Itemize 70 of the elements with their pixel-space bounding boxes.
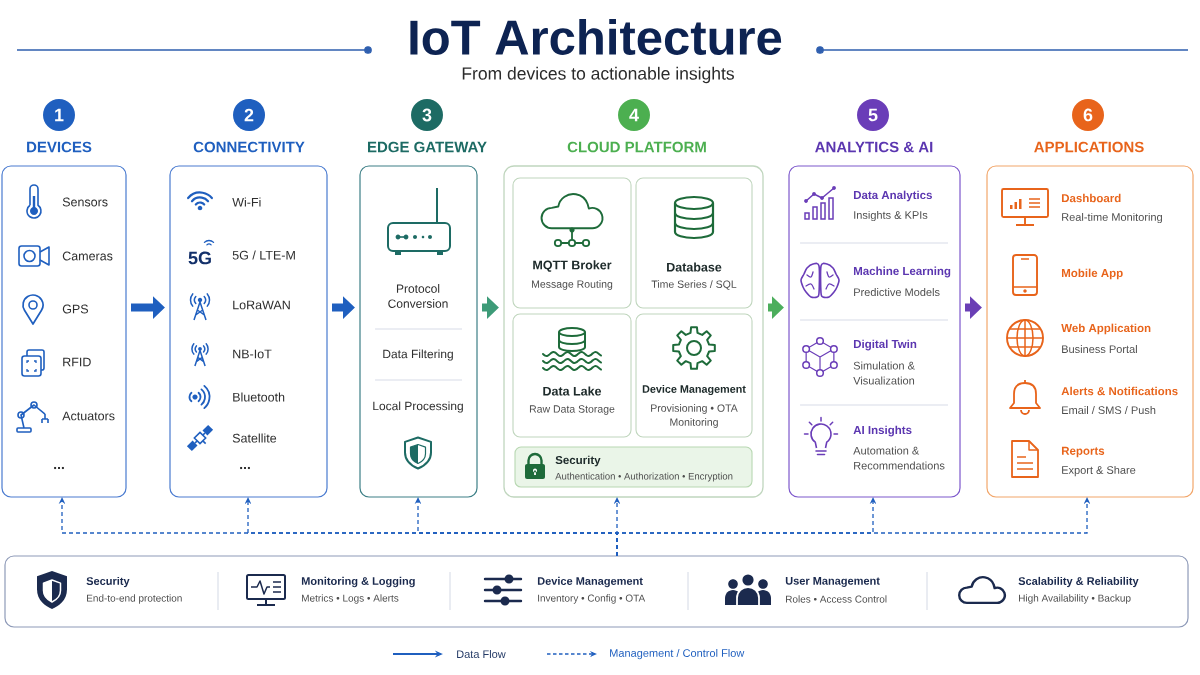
number-badge: 6 (1072, 99, 1104, 131)
item-title: Mobile App (1062, 268, 1123, 280)
ellipsis: ... (54, 466, 64, 470)
subtitle: From devices to actionable insights (462, 66, 734, 84)
item-description: Predictive Models (854, 287, 940, 297)
item-title: Device Management (537, 576, 643, 588)
item-title: AI Insights (853, 425, 912, 437)
component-description: Message Routing (532, 280, 613, 290)
component-description: Authentication • Authorization • Encryption (555, 472, 733, 482)
ellipsis: ... (240, 466, 250, 470)
component-description: Raw Data Storage (529, 405, 615, 415)
item-label: 5G / LTE-M (232, 250, 295, 260)
column-heading: DEVICES (27, 141, 92, 153)
item-description: Real-time Monitoring (1062, 212, 1162, 224)
item-label: Actuators (62, 411, 115, 421)
item-label: Local Processing (373, 401, 463, 413)
item-description: Automation & Recommendations (853, 446, 945, 470)
component-title: Database (667, 262, 722, 272)
column-heading: EDGE GATEWAY (368, 141, 487, 153)
item-label: GPS (62, 304, 89, 314)
item-description: Simulation & Visualization (853, 361, 915, 385)
item-description: Email / SMS / Push (1062, 405, 1156, 415)
item-title: Machine Learning (854, 266, 951, 278)
item-title: Monitoring & Logging (301, 576, 415, 588)
item-label: Bluetooth (233, 392, 285, 402)
number-badge: 5 (857, 99, 889, 131)
item-label: NB-IoT (233, 349, 272, 359)
item-title: Digital Twin (854, 339, 917, 351)
item-label: Wi-Fi (232, 197, 261, 207)
item-label: RFID (63, 357, 91, 367)
legend-label: Management / Control Flow (610, 648, 745, 660)
item-label: LoRaWAN (233, 300, 290, 310)
item-title: Scalability & Reliability (1018, 576, 1139, 588)
column-heading: APPLICATIONS (1034, 141, 1144, 153)
column-heading: CONNECTIVITY (193, 141, 305, 153)
item-description: Business Portal (1062, 344, 1137, 354)
item-description: Insights & KPIs (854, 210, 928, 222)
network-label: 5G (188, 251, 211, 265)
item-title: Dashboard (1062, 193, 1121, 203)
item-description: End-to-end protection (87, 594, 182, 604)
item-title: Security (86, 576, 130, 588)
column-heading: CLOUD PLATFORM (567, 141, 706, 153)
component-title: Security (555, 455, 601, 467)
item-label: Protocol Conversion (388, 284, 448, 308)
item-label: Data Filtering (383, 349, 453, 361)
component-title: Data Lake (543, 386, 602, 396)
item-title: Data Analytics (854, 190, 932, 202)
item-title: Reports (1062, 446, 1105, 458)
component-title: Device Management (642, 384, 746, 396)
component-description: Time Series / SQL (651, 280, 737, 290)
item-label: Satellite (232, 433, 277, 443)
item-title: Web Application (1061, 323, 1151, 335)
number-badge: 3 (411, 99, 443, 131)
item-description: High Availability • Backup (1019, 594, 1131, 604)
item-description: Metrics • Logs • Alerts (302, 594, 399, 604)
item-label: Cameras (62, 251, 113, 261)
item-description: Export & Share (1062, 465, 1136, 477)
title: IoT Architecture (410, 19, 782, 55)
legend-label: Data Flow (457, 649, 506, 659)
column-heading: ANALYTICS & AI (815, 141, 933, 153)
item-label: Sensors (62, 197, 108, 207)
item-description: Inventory • Config • OTA (538, 594, 646, 604)
item-title: User Management (785, 577, 880, 587)
component-description: Provisioning • OTA Monitoring (651, 404, 738, 428)
item-title: Alerts & Notifications (1061, 386, 1178, 396)
number-badge: 2 (233, 99, 265, 131)
component-title: MQTT Broker (533, 260, 612, 272)
number-badge: 4 (618, 99, 650, 131)
item-description: Roles • Access Control (786, 595, 887, 603)
number-badge: 1 (43, 99, 75, 131)
